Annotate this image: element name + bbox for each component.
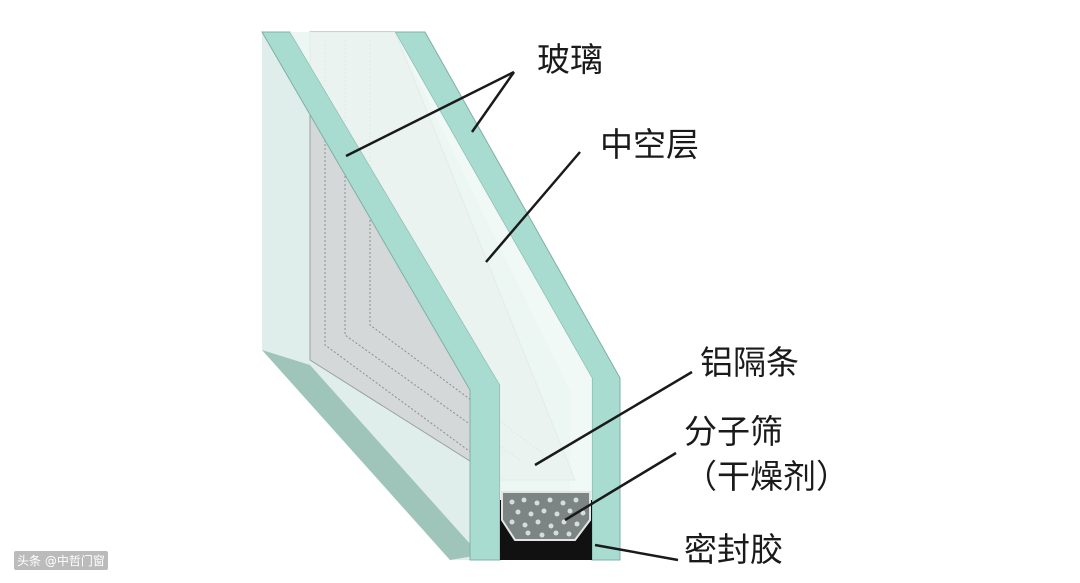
- glass-leader-line-right: [470, 71, 516, 133]
- molecular-sieve-chamber: [501, 491, 591, 541]
- label-air-space: 中空层: [600, 125, 699, 164]
- spacer-dotted-line-1: [324, 40, 496, 471]
- front-pane-face: [290, 32, 592, 560]
- label-aluminum-spacer: 铝隔条: [700, 343, 799, 382]
- label-desiccant: （干燥剂）: [684, 457, 849, 496]
- label-glass: 玻璃: [537, 40, 603, 79]
- spacer-dotted-line-3: [369, 40, 546, 456]
- sealant-leader-line: [594, 543, 679, 562]
- molecular-sieve-leader-line: [564, 451, 677, 522]
- back-pane-bottom-band: [262, 350, 480, 560]
- desiccant-beads: [509, 497, 586, 538]
- label-molecular-sieve: 分子筛: [684, 412, 783, 451]
- label-sealant: 密封胶: [684, 530, 783, 569]
- spacer-leader-line: [534, 370, 693, 467]
- leader-lines: [345, 70, 693, 562]
- air-space-leader-line: [485, 151, 581, 263]
- glass-leader-line-left: [345, 70, 515, 158]
- watermark: 头条 @中哲门窗: [14, 551, 108, 570]
